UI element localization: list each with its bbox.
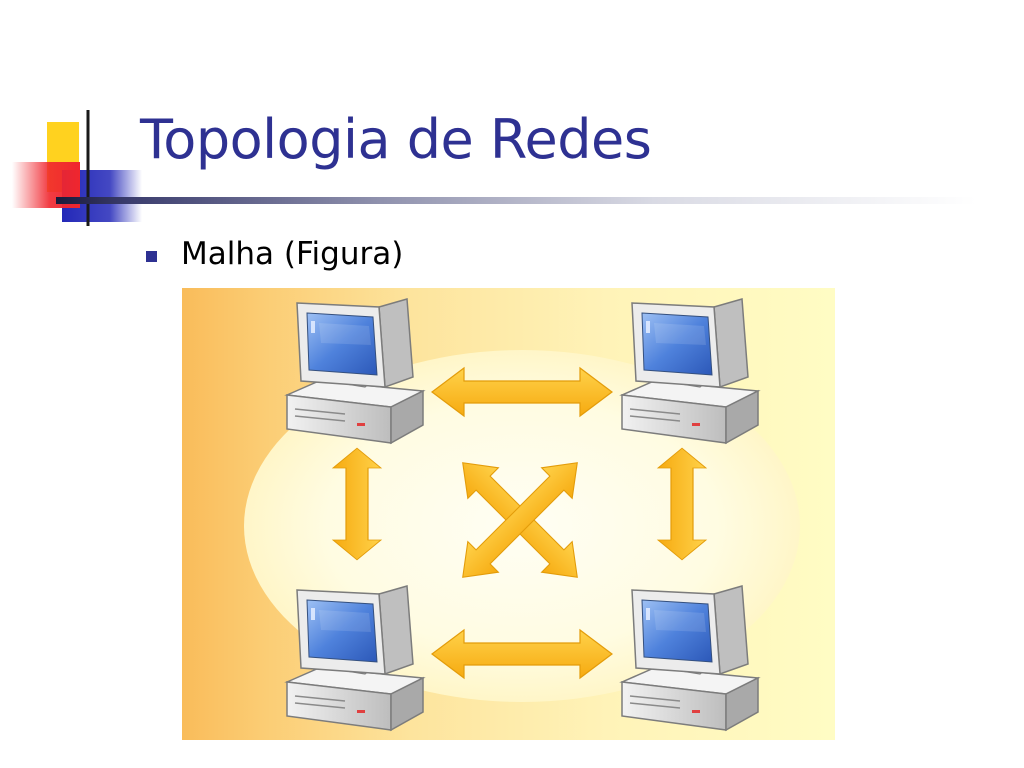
computer-top-left (286, 298, 424, 444)
corner-decoration (12, 110, 142, 226)
title-underline (56, 197, 976, 204)
computer-bottom-right (621, 585, 759, 731)
mesh-topology-figure (182, 288, 835, 740)
bullet-text: Malha (Figura) (181, 236, 404, 272)
slide-title: Topologia de Redes (140, 108, 652, 171)
bullet-square-icon (146, 250, 157, 262)
bullet-item: Malha (Figura) (146, 236, 403, 272)
computer-top-right (621, 298, 759, 444)
computer-bottom-left (286, 585, 424, 731)
